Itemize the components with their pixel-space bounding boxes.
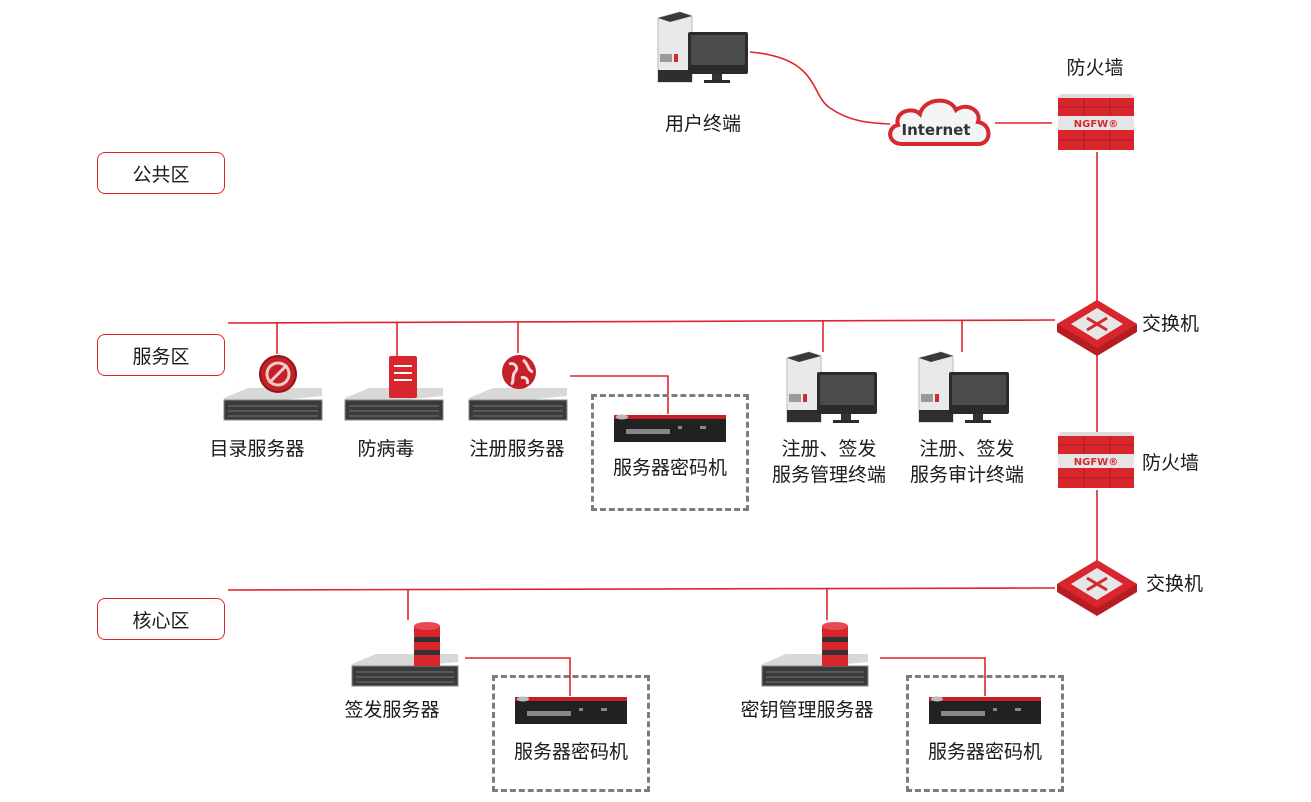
antivirus-server-icon bbox=[344, 356, 444, 421]
mgmt-terminal-label-line2: 服务管理终端 bbox=[771, 464, 886, 486]
switch-service-label: 交换机 bbox=[1142, 313, 1200, 335]
crypto-machine-signing-label: 服务器密码机 bbox=[513, 741, 628, 763]
crypto-box-service bbox=[591, 394, 749, 511]
firewall-top-label: 防火墙 bbox=[1066, 57, 1124, 79]
directory-server-label: 目录服务器 bbox=[209, 438, 305, 460]
user-terminal-icon bbox=[657, 11, 748, 83]
switch-core-label: 交换机 bbox=[1146, 573, 1204, 595]
crypto-machine-service-label: 服务器密码机 bbox=[612, 457, 727, 479]
switch-service-icon bbox=[1057, 300, 1137, 356]
signing-server-label: 签发服务器 bbox=[344, 699, 440, 721]
crypto-machine-keymgmt-label: 服务器密码机 bbox=[927, 741, 1042, 763]
internet-label: Internet bbox=[901, 121, 970, 139]
link-registration-crypto bbox=[570, 375, 669, 414]
registration-server-label: 注册服务器 bbox=[469, 438, 565, 460]
directory-server-icon bbox=[223, 355, 323, 421]
signing-server-icon bbox=[351, 622, 459, 687]
firewall-middle-badge: NGFW® bbox=[1074, 457, 1118, 468]
crypto-box-keymgmt bbox=[906, 675, 1064, 792]
zone-public: 公共区 bbox=[97, 152, 225, 194]
switch-core-icon bbox=[1057, 560, 1137, 616]
antivirus-label: 防病毒 bbox=[357, 438, 415, 460]
link-signing-crypto bbox=[465, 657, 571, 696]
key-mgmt-server-icon bbox=[761, 622, 869, 687]
core-bus bbox=[227, 587, 1056, 591]
mgmt-terminal-label-line1: 注册、签发 bbox=[781, 438, 877, 460]
firewall-top-icon: NGFW® bbox=[1058, 94, 1134, 150]
mgmt-terminal-icon bbox=[786, 351, 877, 423]
zone-service: 服务区 bbox=[97, 334, 225, 376]
audit-terminal-icon bbox=[918, 351, 1009, 423]
firewall-middle-icon: NGFW® bbox=[1058, 432, 1134, 488]
key-mgmt-server-label: 密钥管理服务器 bbox=[740, 699, 874, 721]
crypto-machine-service-icon bbox=[614, 414, 726, 442]
zone-core-label: 核心区 bbox=[132, 609, 190, 632]
link-terminal-internet bbox=[749, 51, 891, 125]
crypto-machine-signing-icon bbox=[515, 696, 627, 724]
user-terminal-label: 用户终端 bbox=[664, 113, 741, 135]
zone-core: 核心区 bbox=[97, 598, 225, 640]
crypto-machine-keymgmt-icon bbox=[929, 696, 1041, 724]
service-bus bbox=[227, 319, 1056, 324]
zone-public-label: 公共区 bbox=[132, 163, 190, 186]
audit-terminal-label-line1: 注册、签发 bbox=[919, 438, 1015, 460]
link-keymgmt-crypto bbox=[880, 657, 986, 696]
firewall-middle-label: 防火墙 bbox=[1142, 452, 1200, 474]
internet-cloud-icon: Internet bbox=[888, 98, 991, 146]
firewall-top-badge: NGFW® bbox=[1074, 119, 1118, 130]
registration-server-icon bbox=[468, 355, 568, 421]
audit-terminal-label-line2: 服务审计终端 bbox=[909, 464, 1024, 486]
crypto-box-signing bbox=[492, 675, 650, 792]
zone-service-label: 服务区 bbox=[132, 345, 190, 368]
